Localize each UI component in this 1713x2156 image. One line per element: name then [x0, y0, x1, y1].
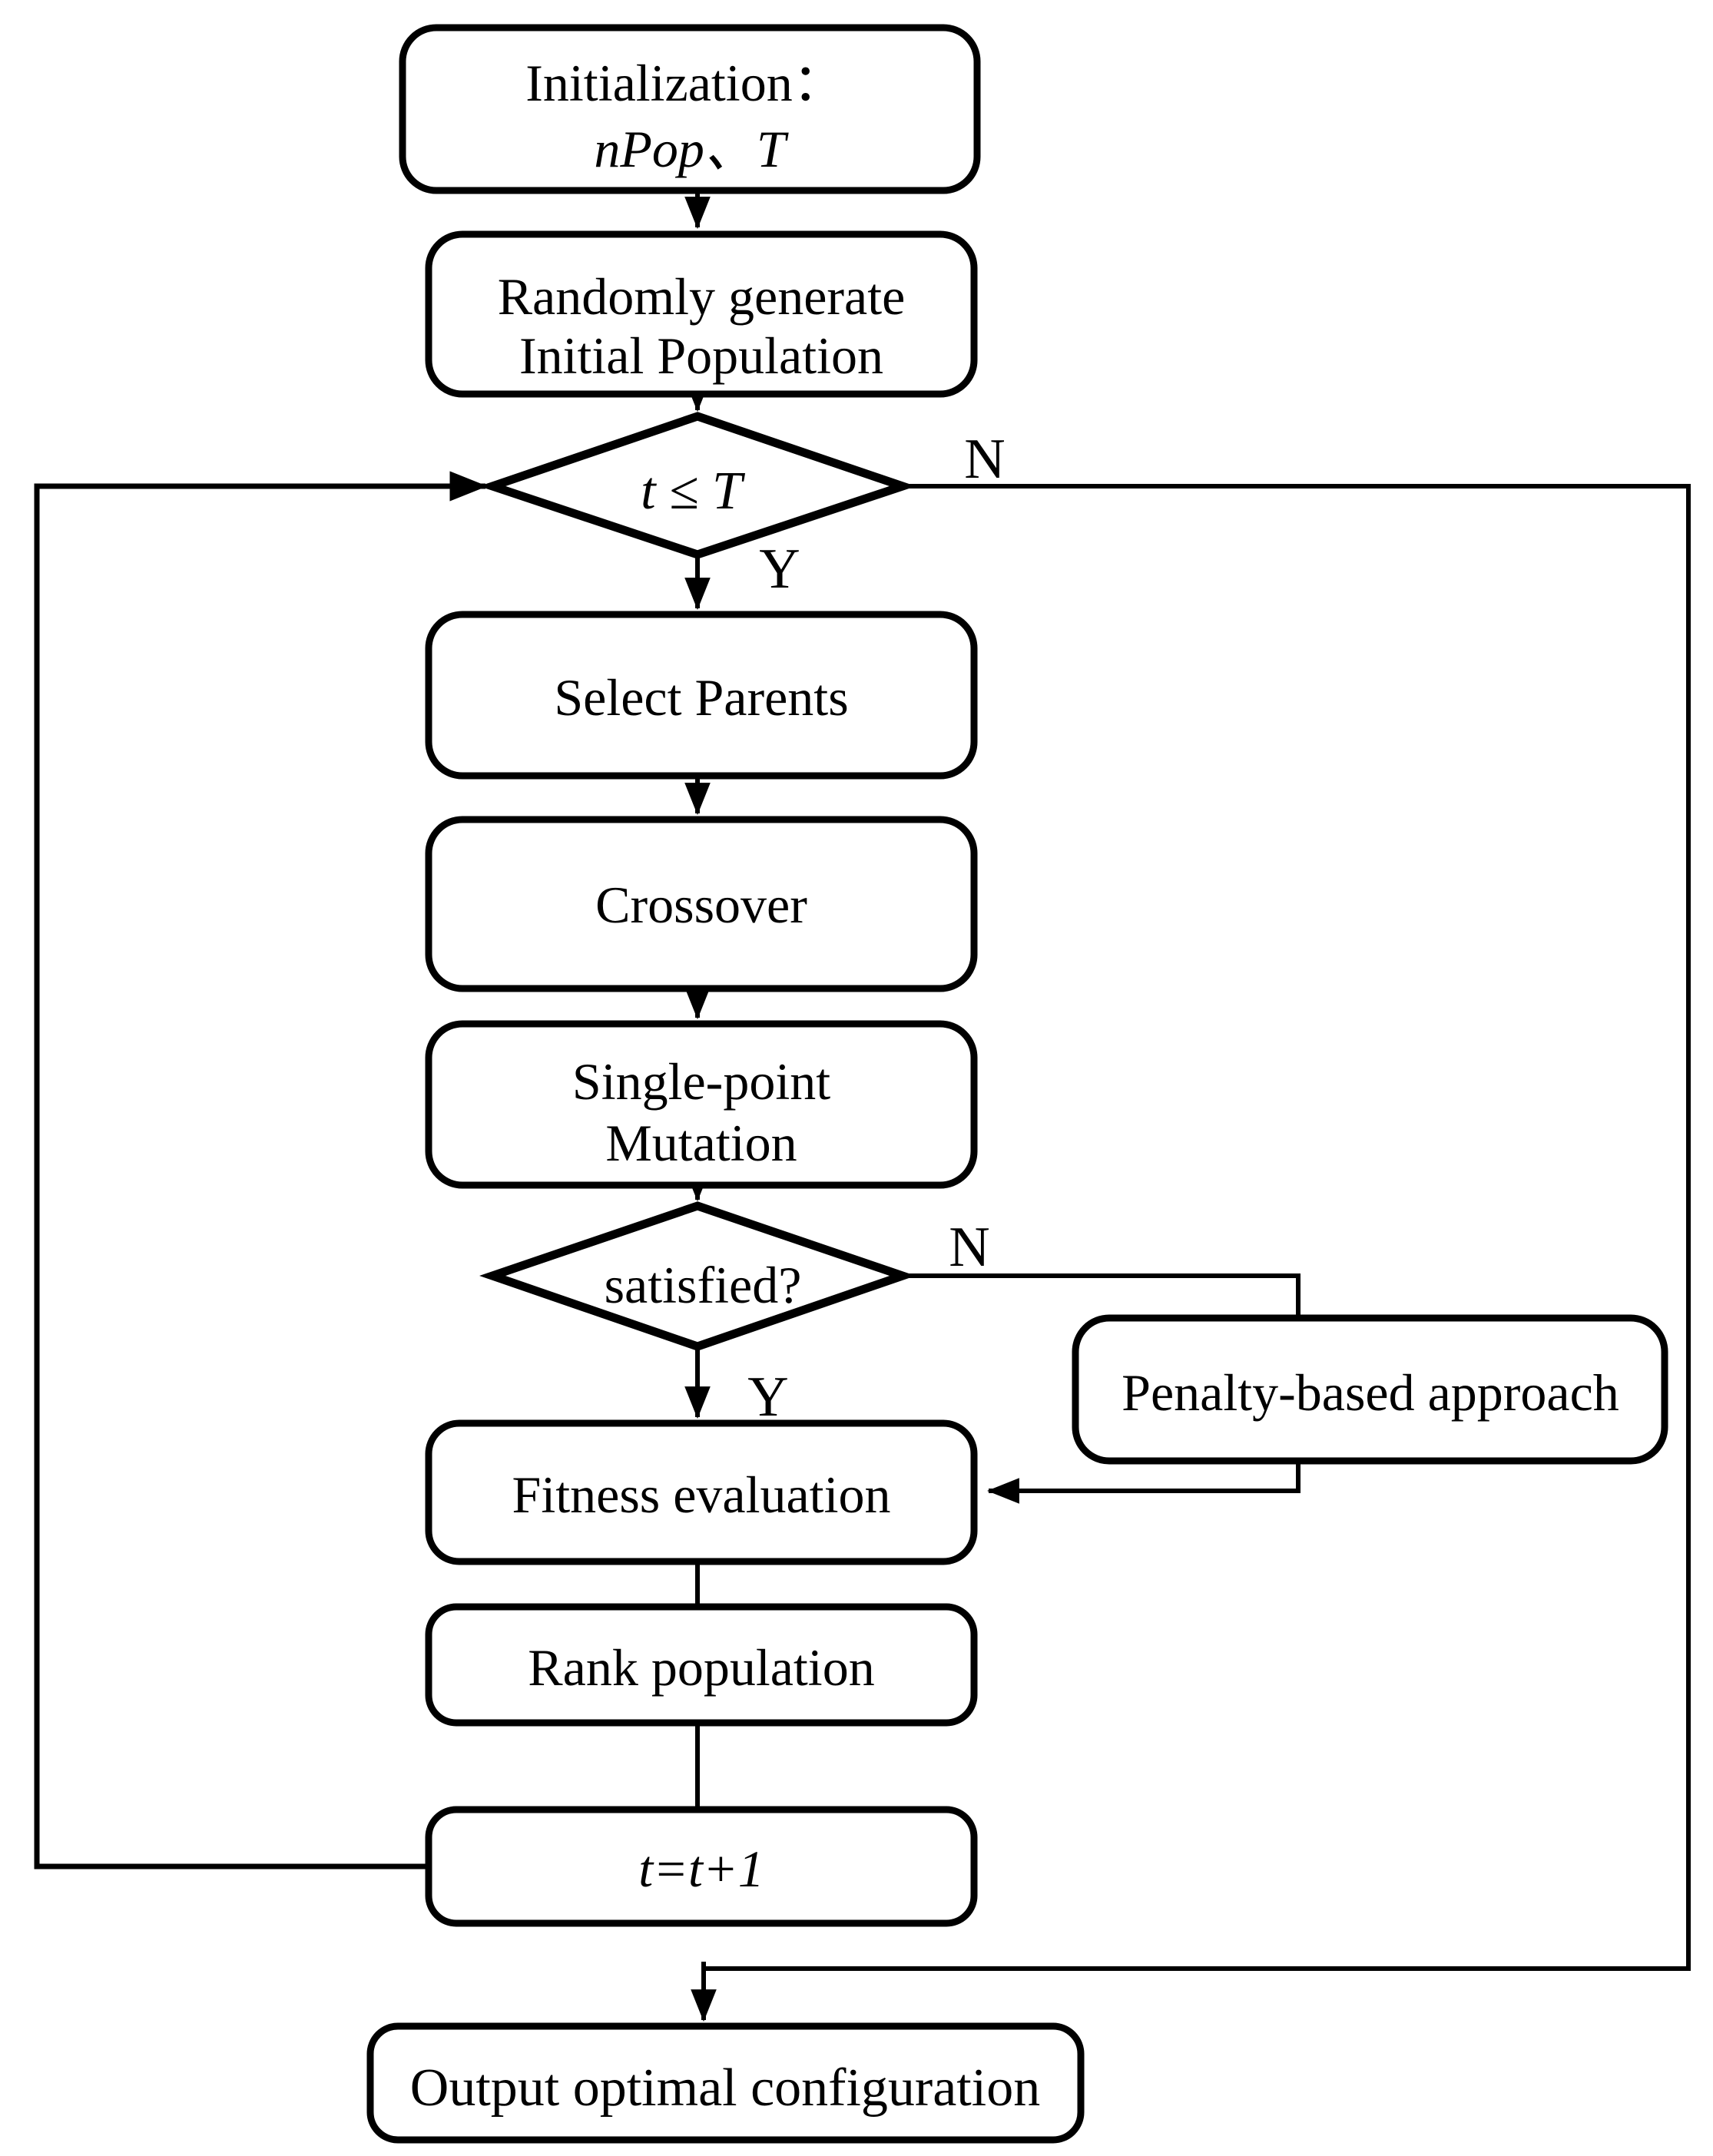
iter-no-label: N — [964, 428, 1005, 491]
edge-constraintcheck-penalty-no — [903, 1273, 1300, 1315]
increment-label: t=t+1 — [638, 1840, 764, 1898]
rank-node — [425, 1603, 978, 1727]
init-label-line2: nPop、T — [594, 120, 789, 178]
generate-label-line2: Initial Population — [519, 326, 883, 385]
constraint-no-label: N — [949, 1216, 989, 1279]
iter-check-label: t ≤ T — [641, 462, 746, 521]
output-label: Output optimal configuration — [410, 2058, 1040, 2118]
crossover-node — [425, 816, 978, 992]
mutation-node — [425, 1020, 978, 1189]
iter-check-decision — [479, 412, 916, 559]
select-node — [425, 611, 978, 780]
constraint-yes-label: Y — [747, 1366, 788, 1429]
mutation-label-line1: Single-point — [572, 1052, 830, 1111]
edge-increment-itercheck-loop — [34, 471, 488, 1870]
edge-penalty-fitness — [986, 1461, 1300, 1504]
penalty-label: Penalty-based approach — [1122, 1363, 1619, 1422]
generate-label-line1: Randomly generate — [498, 267, 906, 326]
fitness-label: Fitness evaluation — [512, 1465, 891, 1524]
output-node — [366, 2022, 1085, 2144]
increment-node — [425, 1806, 978, 1927]
crossover-label: Crossover — [595, 876, 807, 934]
iter-yes-label: Y — [759, 538, 800, 601]
constraint-check-decision — [479, 1201, 916, 1351]
edge-itercheck-no-branch — [704, 484, 1691, 1971]
init-node — [399, 24, 981, 194]
init-label-line1: Initialization： — [525, 54, 844, 112]
constraint-check-label: satisfied? — [605, 1256, 802, 1314]
penalty-node — [1072, 1314, 1668, 1465]
rank-label: Rank population — [528, 1638, 874, 1697]
generate-node — [425, 230, 978, 398]
fitness-node — [425, 1419, 978, 1565]
select-label: Select Parents — [554, 668, 848, 727]
mutation-label-line2: Mutation — [605, 1114, 797, 1172]
